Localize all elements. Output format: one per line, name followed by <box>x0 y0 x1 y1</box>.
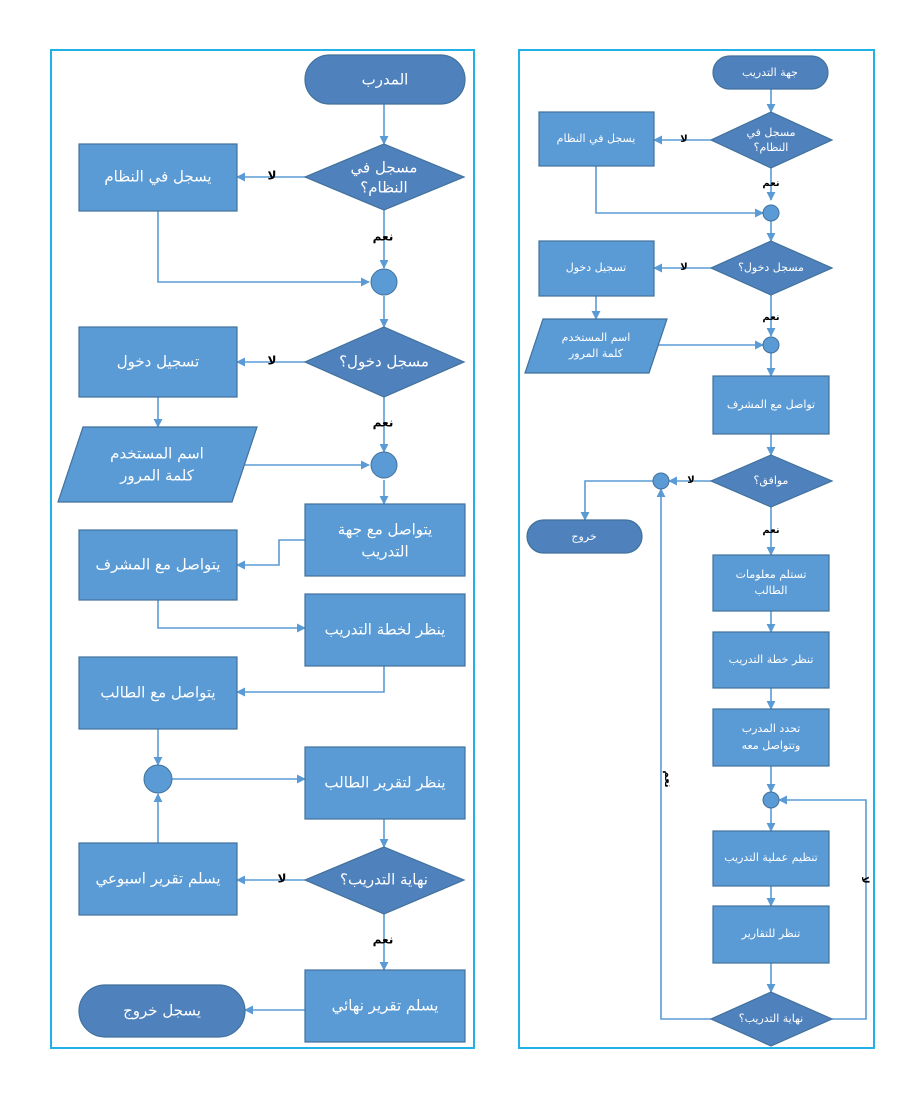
org-logged-in-label: مسجل دخول؟ <box>738 261 804 274</box>
org-login-label: تسجيل دخول <box>566 261 627 274</box>
org-panel-border <box>518 49 875 1049</box>
trainer-contact-supervisor-label: يتواصل مع المشرف <box>96 556 221 574</box>
trainer-contact-student-label: يتواصل مع الطالب <box>100 684 215 702</box>
org-registered-decision <box>709 111 834 169</box>
org-end-decision <box>709 991 834 1047</box>
org-registered-label-1: مسجل في <box>746 126 795 139</box>
trainer-login-label: تسجيل دخول <box>117 353 200 371</box>
org-flow: جهة التدريب مسجل في النظام؟ يسجل في النظ… <box>524 55 870 1047</box>
org-no-label-3: لا <box>687 475 694 486</box>
org-no-label-4: لا <box>859 876 870 883</box>
org-receive-student-process <box>712 554 830 612</box>
org-start-label: جهة التدريب <box>742 66 798 79</box>
org-view-plan-process <box>712 631 830 689</box>
org-junction-4 <box>762 791 780 809</box>
org-organize-process <box>712 830 830 887</box>
trainer-weekly-report-process <box>78 842 238 916</box>
trainer-no-label-1: لا <box>268 169 277 183</box>
org-assign-trainer-label-2: وتتواصل معه <box>742 739 801 752</box>
trainer-view-report-label: ينظر لتقرير الطالب <box>324 774 445 792</box>
trainer-start-terminal <box>304 54 466 105</box>
trainer-weekly-report-label: يسلم تقرير اسبوعي <box>96 870 221 889</box>
org-exit-terminal <box>526 519 643 554</box>
org-organize-label: تنظيم عملية التدريب <box>724 851 818 864</box>
org-connector-lines <box>580 89 867 1020</box>
org-yes-label-2: نعم <box>762 312 779 323</box>
trainer-registered-decision <box>303 143 466 211</box>
trainer-junction-2 <box>370 451 398 479</box>
org-junction-2 <box>762 336 780 354</box>
trainer-contact-org-process <box>304 503 466 577</box>
trainer-credentials-label-2: كلمة المرور <box>119 467 195 485</box>
org-logged-in-decision <box>709 240 834 296</box>
org-assign-trainer-process <box>712 708 830 767</box>
trainer-exit-label: يسجل خروج <box>123 1002 201 1021</box>
org-login-process <box>538 240 655 297</box>
org-no-label-1: لا <box>680 134 687 145</box>
trainer-contact-org-label-1: يتواصل مع جهة <box>338 521 433 539</box>
org-receive-student-label-2: الطالب <box>755 584 788 597</box>
trainer-registered-label-2: النظام؟ <box>360 179 407 197</box>
trainer-registered-label-1: مسجل في <box>351 159 418 178</box>
trainer-final-report-label: يسلم تقرير نهائي <box>332 997 439 1016</box>
org-contact-supervisor-process <box>712 375 830 435</box>
org-contact-supervisor-label: تواصل مع المشرف <box>727 398 815 411</box>
org-exit-label: خروج <box>571 530 596 543</box>
trainer-yes-label-1: نعم <box>373 230 394 244</box>
trainer-panel-border <box>50 49 475 1049</box>
trainer-flow: المدرب مسجل في النظام؟ يسجل في النظام مس… <box>57 54 466 1043</box>
org-junction-3 <box>652 472 670 490</box>
org-credentials-input <box>524 318 668 374</box>
org-receive-student-label-1: تستلم معلومات <box>736 568 807 581</box>
trainer-end-decision <box>303 846 466 915</box>
trainer-login-process <box>78 326 238 398</box>
org-view-reports-label: تنظر للتقارير <box>741 927 801 940</box>
org-view-reports-process <box>712 905 830 964</box>
trainer-logged-in-label: مسجل دخول؟ <box>339 353 429 371</box>
trainer-junction-3 <box>143 764 173 794</box>
trainer-view-report-process <box>304 746 466 820</box>
trainer-credentials-label-1: اسم المستخدم <box>110 445 204 463</box>
org-start-terminal <box>712 55 829 90</box>
trainer-credentials-input <box>57 426 258 503</box>
trainer-end-label: نهاية التدريب؟ <box>340 871 428 889</box>
org-junction-1 <box>762 204 780 222</box>
trainer-yes-label-3: نعم <box>373 933 394 947</box>
org-yes-label-1: نعم <box>762 178 779 189</box>
trainer-connector-lines <box>153 104 389 1015</box>
trainer-contact-supervisor-process <box>78 529 238 601</box>
org-view-plan-label: تنظر خطة التدريب <box>729 653 814 666</box>
trainer-final-report-process <box>304 969 466 1043</box>
org-credentials-label-2: كلمة المرور <box>568 347 624 360</box>
trainer-start-label: المدرب <box>362 71 409 89</box>
org-yes-label-3: نعم <box>762 525 779 536</box>
trainer-no-label-3: لا <box>278 872 287 886</box>
org-register-label: يسجل في النظام <box>557 132 636 145</box>
org-no-label-2: لا <box>680 262 687 273</box>
trainer-contact-student-process <box>78 656 238 730</box>
trainer-no-label-2: لا <box>268 354 277 368</box>
trainer-view-plan-process <box>304 593 466 667</box>
org-yes-label-4: نعم <box>662 770 673 787</box>
trainer-contact-org-label-2: التدريب <box>361 543 408 561</box>
trainer-exit-terminal <box>78 984 246 1038</box>
org-credentials-label-1: اسم المستخدم <box>562 331 631 344</box>
org-registered-label-2: النظام؟ <box>754 141 789 154</box>
org-agree-label: موافق؟ <box>754 474 789 488</box>
org-end-label: نهاية التدريب؟ <box>739 1012 803 1025</box>
org-agree-decision <box>709 454 834 508</box>
trainer-register-label: يسجل في النظام <box>104 168 211 187</box>
trainer-view-plan-label: ينظر لخطة التدريب <box>325 621 446 639</box>
org-register-process <box>538 111 655 167</box>
trainer-junction-1 <box>370 268 398 296</box>
trainer-register-process <box>78 143 238 212</box>
trainer-yes-label-2: نعم <box>373 416 394 430</box>
trainer-logged-in-decision <box>303 326 466 398</box>
org-assign-trainer-label-1: تحدد المدرب <box>742 722 801 735</box>
